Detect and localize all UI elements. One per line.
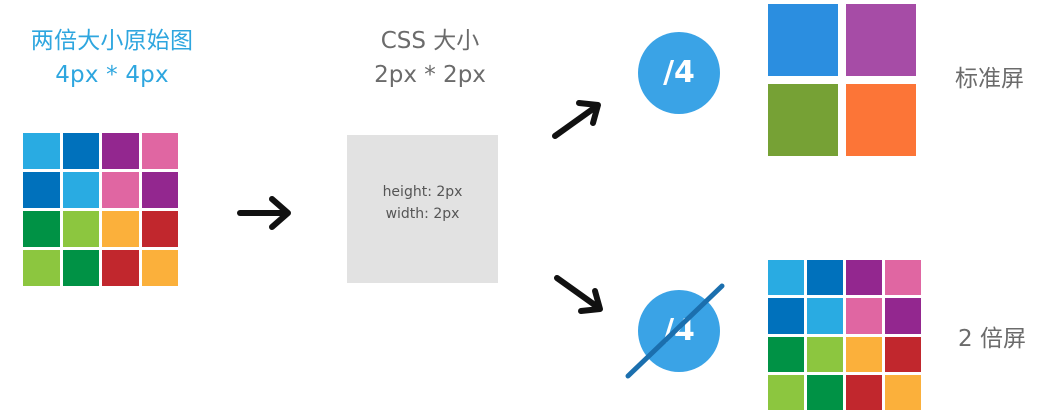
color-cell [768,260,804,296]
retina-screen-label: 2 倍屏 [958,326,1026,352]
standard-screen-grid [768,4,916,156]
color-cell [807,336,843,372]
color-cell [846,298,882,334]
color-cell [141,250,178,286]
color-cell [807,260,843,296]
color-cell [102,133,139,169]
color-cell [23,250,60,286]
color-cell [141,172,178,208]
original-image-title-line2: 4px * 4px [55,62,169,88]
color-cell [62,133,99,169]
arrow-up-right-icon [552,100,601,139]
color-cell [102,250,139,286]
color-cell [62,250,99,286]
color-cell [768,374,804,410]
color-cell [23,211,60,247]
color-cell [102,172,139,208]
color-cell [846,84,916,156]
original-image-title: 两倍大小原始图 4px * 4px [0,24,224,92]
color-cell [141,211,178,247]
divide-by-four-circle: /4 [638,32,720,114]
color-cell [846,374,882,410]
css-size-box: height: 2px width: 2px [347,135,498,283]
css-width-text: width: 2px [385,206,460,222]
css-size-title-line2: 2px * 2px [374,62,486,88]
color-cell [23,172,60,208]
color-cell [846,336,882,372]
color-cell [768,298,804,334]
color-cell [141,133,178,169]
color-cell [885,260,921,296]
color-cell [62,172,99,208]
color-cell [885,298,921,334]
standard-screen-label: 标准屏 [955,66,1024,92]
css-size-box-text: height: 2px width: 2px [347,181,498,225]
color-cell [768,336,804,372]
color-cell [23,133,60,169]
color-cell [846,260,882,296]
retina-screen-grid [768,260,921,410]
original-image-grid [23,133,178,286]
arrow-right-icon [237,196,291,230]
color-cell [768,4,838,76]
strikethrough-line [625,283,725,379]
original-image-title-line1: 两倍大小原始图 [30,28,194,54]
color-cell [62,211,99,247]
color-cell [807,298,843,334]
css-height-text: height: 2px [382,184,463,200]
color-cell [102,211,139,247]
color-cell [768,84,838,156]
color-cell [885,374,921,410]
color-cell [885,336,921,372]
color-cell [846,4,916,76]
arrow-down-right-icon [554,275,603,314]
color-cell [807,374,843,410]
css-size-title-line1: CSS 大小 [380,28,480,54]
css-size-title: CSS 大小 2px * 2px [330,24,530,92]
